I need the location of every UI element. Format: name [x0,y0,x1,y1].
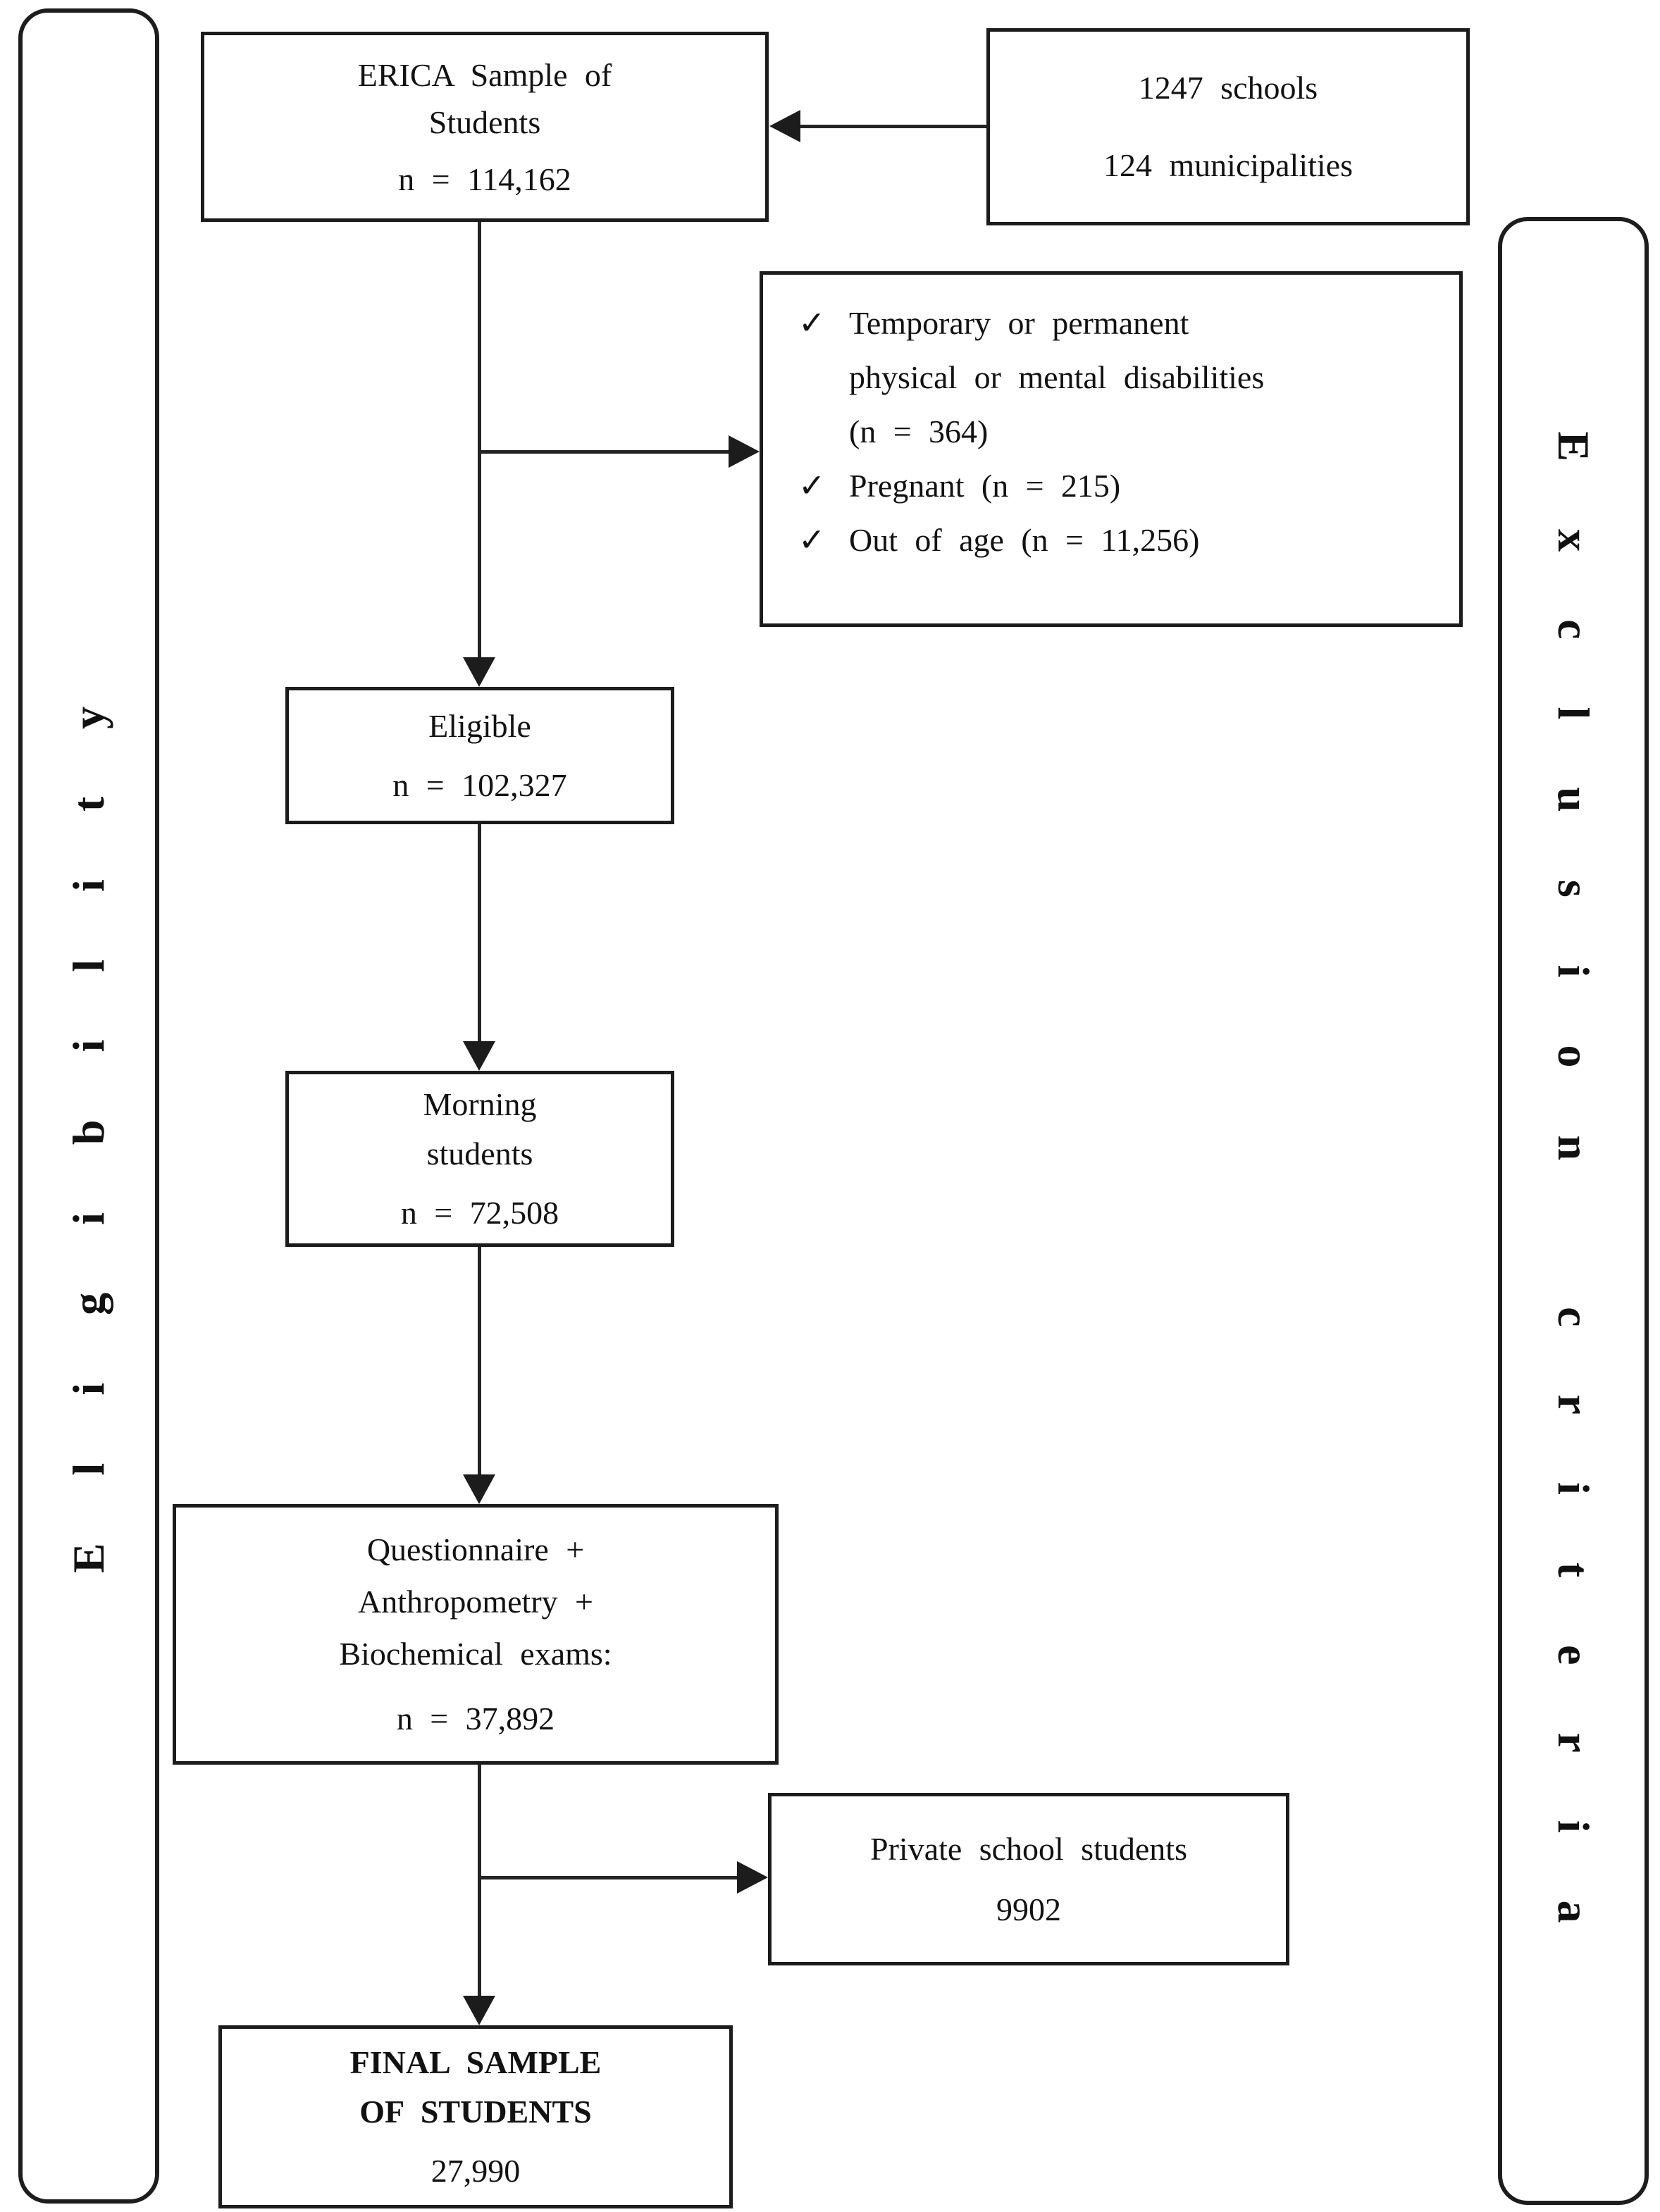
arrowhead-into-erica [769,110,800,142]
connector-to-exclusion [478,450,730,454]
municipalities-count: 124 municipalities [1103,147,1353,183]
exclusion-criteria-label: Exclusion criteria [1549,431,1599,1991]
erica-n-value: n = 114,162 [398,161,571,197]
exclusion-item-out-of-age: ✓ Out of age (n = 11,256) [798,513,1199,567]
check-icon: ✓ [798,466,826,504]
morning-title-line1: Morning [423,1086,537,1122]
exclusion-item-line: Temporary or permanent [849,305,1189,341]
schools-box: 1247 schools 124 municipalities [986,28,1470,225]
morning-n-value: n = 72,508 [400,1195,559,1231]
final-title-line2: OF STUDENTS [359,2094,592,2130]
schools-count: 1247 schools [1138,70,1318,106]
final-title-line1: FINAL SAMPLE [349,2044,602,2080]
eligible-box: Eligible n = 102,327 [285,687,674,824]
check-icon: ✓ [798,521,826,559]
private-school-title: Private school students [870,1830,1187,1867]
questionnaire-line1: Questionnaire + [366,1531,585,1567]
eligible-title: Eligible [428,707,531,744]
exclusion-item-line: (n = 364) [849,414,989,449]
connector-eligible-to-morning [478,824,481,1044]
exclusion-item-line: physical or mental disabilities [849,359,1265,395]
arrowhead-into-private [737,1861,768,1894]
connector-to-private [478,1876,738,1879]
exclusion-item-pregnant: ✓ Pregnant (n = 215) [798,459,1120,513]
arrowhead-into-final [463,1996,495,2025]
questionnaire-n-value: n = 37,892 [396,1701,555,1736]
morning-students-box: Morning students n = 72,508 [285,1071,674,1247]
arrowhead-into-morning [463,1041,495,1071]
eligibility-label: Eligibility [63,638,113,1574]
eligibility-sidebar: Eligibility [18,8,159,2204]
erica-sample-box: ERICA Sample of Students n = 114,162 [201,32,769,222]
connector-schools-to-erica [796,125,988,128]
final-sample-box: FINAL SAMPLE OF STUDENTS 27,990 [218,2025,733,2208]
exclusion-item-disabilities: ✓ Temporary or permanent physical or men… [798,296,1264,459]
exclusion-item-line: Pregnant (n = 215) [849,468,1121,504]
connector-erica-to-eligible [478,222,481,661]
morning-title-line2: students [426,1136,533,1172]
exclusion-item-line: Out of age (n = 11,256) [849,522,1200,558]
eligible-n-value: n = 102,327 [392,766,567,803]
erica-title-line1: ERICA Sample of [357,56,612,93]
arrowhead-into-eligible [463,657,495,687]
arrowhead-into-questionnaire [463,1474,495,1504]
exclusion-criteria-sidebar: Exclusion criteria [1498,217,1649,2205]
check-icon: ✓ [798,304,826,342]
questionnaire-line3: Biochemical exams: [339,1636,612,1672]
private-school-n-value: 9902 [996,1891,1061,1927]
erica-title-line2: Students [428,104,541,140]
arrowhead-into-exclusion [729,435,760,468]
connector-morning-to-questionnaire [478,1247,481,1476]
connector-questionnaire-to-final [478,1765,481,1997]
questionnaire-line2: Anthropometry + [358,1584,593,1620]
private-school-box: Private school students 9902 [768,1793,1289,1965]
exclusion-list-box: ✓ Temporary or permanent physical or men… [760,271,1463,627]
questionnaire-box: Questionnaire + Anthropometry + Biochemi… [173,1504,779,1765]
final-n-value: 27,990 [431,2153,521,2189]
